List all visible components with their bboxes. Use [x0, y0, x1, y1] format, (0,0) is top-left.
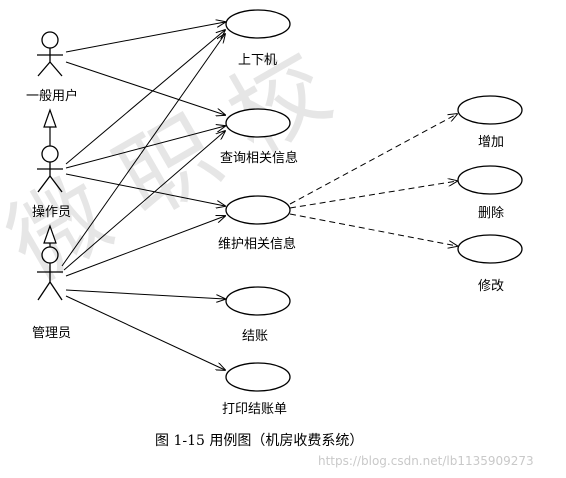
association-manager-query-info [63, 131, 225, 271]
actor-general-user [37, 31, 63, 77]
actor-leg-right [49, 61, 63, 77]
actor-head [41, 31, 59, 49]
association-manager-print-bill [65, 295, 225, 370]
actor-label-manager: 管理员 [32, 326, 71, 341]
association-manager-checkout [65, 289, 225, 299]
use-case-label-checkout: 结账 [242, 329, 268, 344]
url-watermark: https://blog.csdn.net/lb1135909273 [318, 454, 534, 468]
association-operator-maintain-info [65, 173, 225, 206]
use-case-ellipse-delete [457, 165, 523, 195]
association-manager-maintain-info [65, 216, 225, 277]
use-case-ellipse-query-info [225, 108, 291, 138]
actor-label-operator: 操作员 [32, 204, 71, 220]
generalization-triangle [43, 224, 57, 244]
actor-manager [37, 246, 63, 301]
use-case-label-query-info: 查询相关信息 [220, 150, 298, 166]
use-case-label-print-bill: 打印结账单 [222, 402, 287, 417]
watermark-large-text: 微 职 校 [0, 30, 348, 302]
use-case-ellipse-checkout [225, 286, 291, 316]
dependency-maintain-delete [289, 181, 457, 209]
actor-operator [37, 145, 63, 193]
use-case-ellipse-modify [457, 234, 523, 264]
association-manager-login-logout [61, 34, 225, 267]
use-case-label-delete: 删除 [478, 206, 504, 221]
actor-leg-left [37, 61, 51, 77]
use-case-label-add: 增加 [478, 135, 504, 150]
use-case-ellipse-login-logout [225, 9, 291, 39]
association-user-login-logout [65, 22, 225, 53]
actor-leg-left [37, 281, 51, 301]
association-user-query-info [65, 61, 225, 115]
use-case-label-maintain-info: 维护相关信息 [218, 236, 296, 252]
dependency-maintain-add [289, 114, 457, 205]
dependency-maintain-modify [289, 213, 457, 246]
actor-leg-left [37, 175, 51, 193]
generalization-operator-to-user [43, 108, 57, 146]
actor-head [41, 145, 59, 163]
actor-leg-right [49, 281, 63, 301]
use-case-label-modify: 修改 [478, 279, 504, 294]
actor-leg-right [49, 175, 63, 193]
use-case-label-login-logout: 上下机 [238, 53, 277, 68]
generalization-manager-to-operator [43, 224, 57, 247]
use-case-ellipse-print-bill [225, 362, 291, 392]
figure-caption: 图 1-15 用例图（机房收费系统） [155, 433, 363, 449]
background-watermark: 微 职 校 [0, 30, 348, 302]
generalization-triangle [43, 108, 57, 128]
use-case-ellipse-maintain-info [225, 195, 291, 225]
association-operator-login-logout [65, 30, 225, 165]
actor-label-general-user: 一般用户 [26, 88, 78, 104]
use-case-ellipse-add [457, 95, 523, 125]
